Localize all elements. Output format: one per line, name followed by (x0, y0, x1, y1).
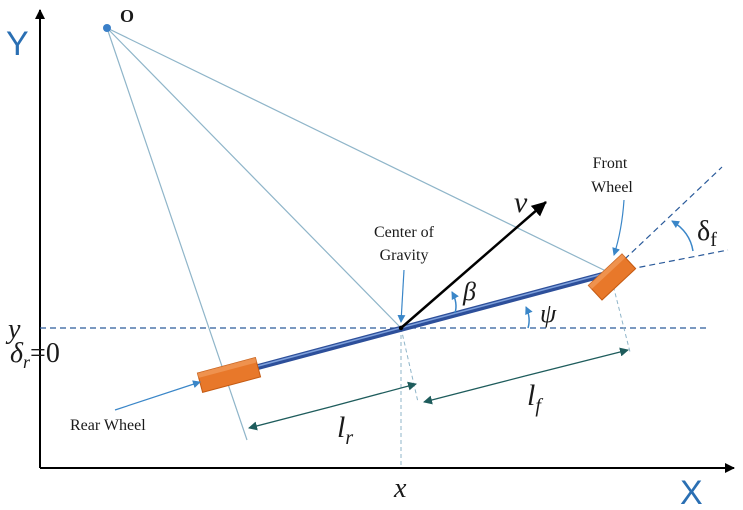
delta-r-label: δr=0 (10, 338, 60, 372)
vehicle-body-outer (225, 270, 613, 378)
psi-label: ψ (540, 299, 557, 328)
cog-label-line1: Center of (374, 224, 435, 241)
rear-wheel-callout-arrow (114, 380, 201, 411)
origin-dot (103, 24, 111, 32)
lr-arrow-right (329, 381, 417, 408)
rear-wheel-label: Rear Wheel (70, 417, 146, 434)
x-axis-label: X (680, 474, 703, 510)
cog-label-line2: Gravity (380, 247, 429, 264)
lr-label: lr (337, 411, 353, 449)
position-y-label: y (5, 314, 21, 345)
vehicle-body-highlight (227, 271, 611, 375)
front-wheel (587, 253, 637, 301)
origin-label: O (120, 6, 134, 26)
lf-label: lf (527, 379, 543, 417)
y-axis-label: Y (6, 25, 29, 63)
cog-callout-arrow (397, 269, 406, 323)
front-wheel-label-line2: Wheel (591, 179, 633, 196)
lr-arrow-left (248, 406, 331, 431)
front-wheel-label-line1: Front (593, 155, 628, 172)
delta-f-arc (671, 220, 694, 252)
front-wheel-heading-dashed (609, 166, 723, 274)
construction-line-o-cog (106, 27, 402, 329)
lf-arrow-left (423, 375, 526, 405)
construction-line-o-front (106, 27, 611, 274)
position-x-label: x (393, 473, 407, 504)
cog-point (398, 325, 404, 331)
cog-projection-dashed (400, 327, 419, 403)
psi-arc (525, 306, 533, 329)
delta-f-label: δf (697, 216, 717, 251)
beta-label: β (462, 277, 476, 306)
velocity-label: v (514, 186, 528, 219)
velocity-vector (400, 201, 547, 329)
front-wheel-callout-arrow (612, 199, 625, 256)
lf-arrow-right (524, 347, 629, 377)
beta-arc (451, 291, 459, 314)
